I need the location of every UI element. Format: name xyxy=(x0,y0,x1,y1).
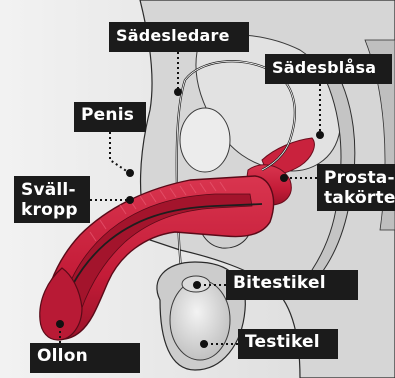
label-ollon: Ollon xyxy=(30,343,140,373)
dot-sadesblasa xyxy=(316,131,324,139)
dot-prostata xyxy=(280,174,288,182)
dot-ollon xyxy=(56,320,64,328)
label-prostata-line1: Prosta- xyxy=(324,168,388,188)
label-prostatakortel: Prosta- takörtel xyxy=(317,164,395,211)
dot-penis xyxy=(126,169,134,177)
dot-sadesledare xyxy=(174,88,182,96)
dot-bitestikel xyxy=(193,281,201,289)
bladder xyxy=(180,108,230,172)
label-svallkropp-line1: Sväll- xyxy=(21,180,83,200)
label-testikel: Testikel xyxy=(238,329,338,359)
label-prostata-line2: takörtel xyxy=(324,188,388,208)
label-penis: Penis xyxy=(74,102,146,132)
label-sadesblasa: Sädesblåsa xyxy=(265,54,392,84)
label-sadesledare: Sädesledare xyxy=(109,22,249,52)
label-svallkropp-line2: kropp xyxy=(21,200,83,220)
label-svallkropp: Sväll- kropp xyxy=(14,176,90,223)
label-bitestikel: Bitestikel xyxy=(226,270,358,300)
dot-svallkropp xyxy=(126,196,134,204)
dot-testikel xyxy=(200,340,208,348)
